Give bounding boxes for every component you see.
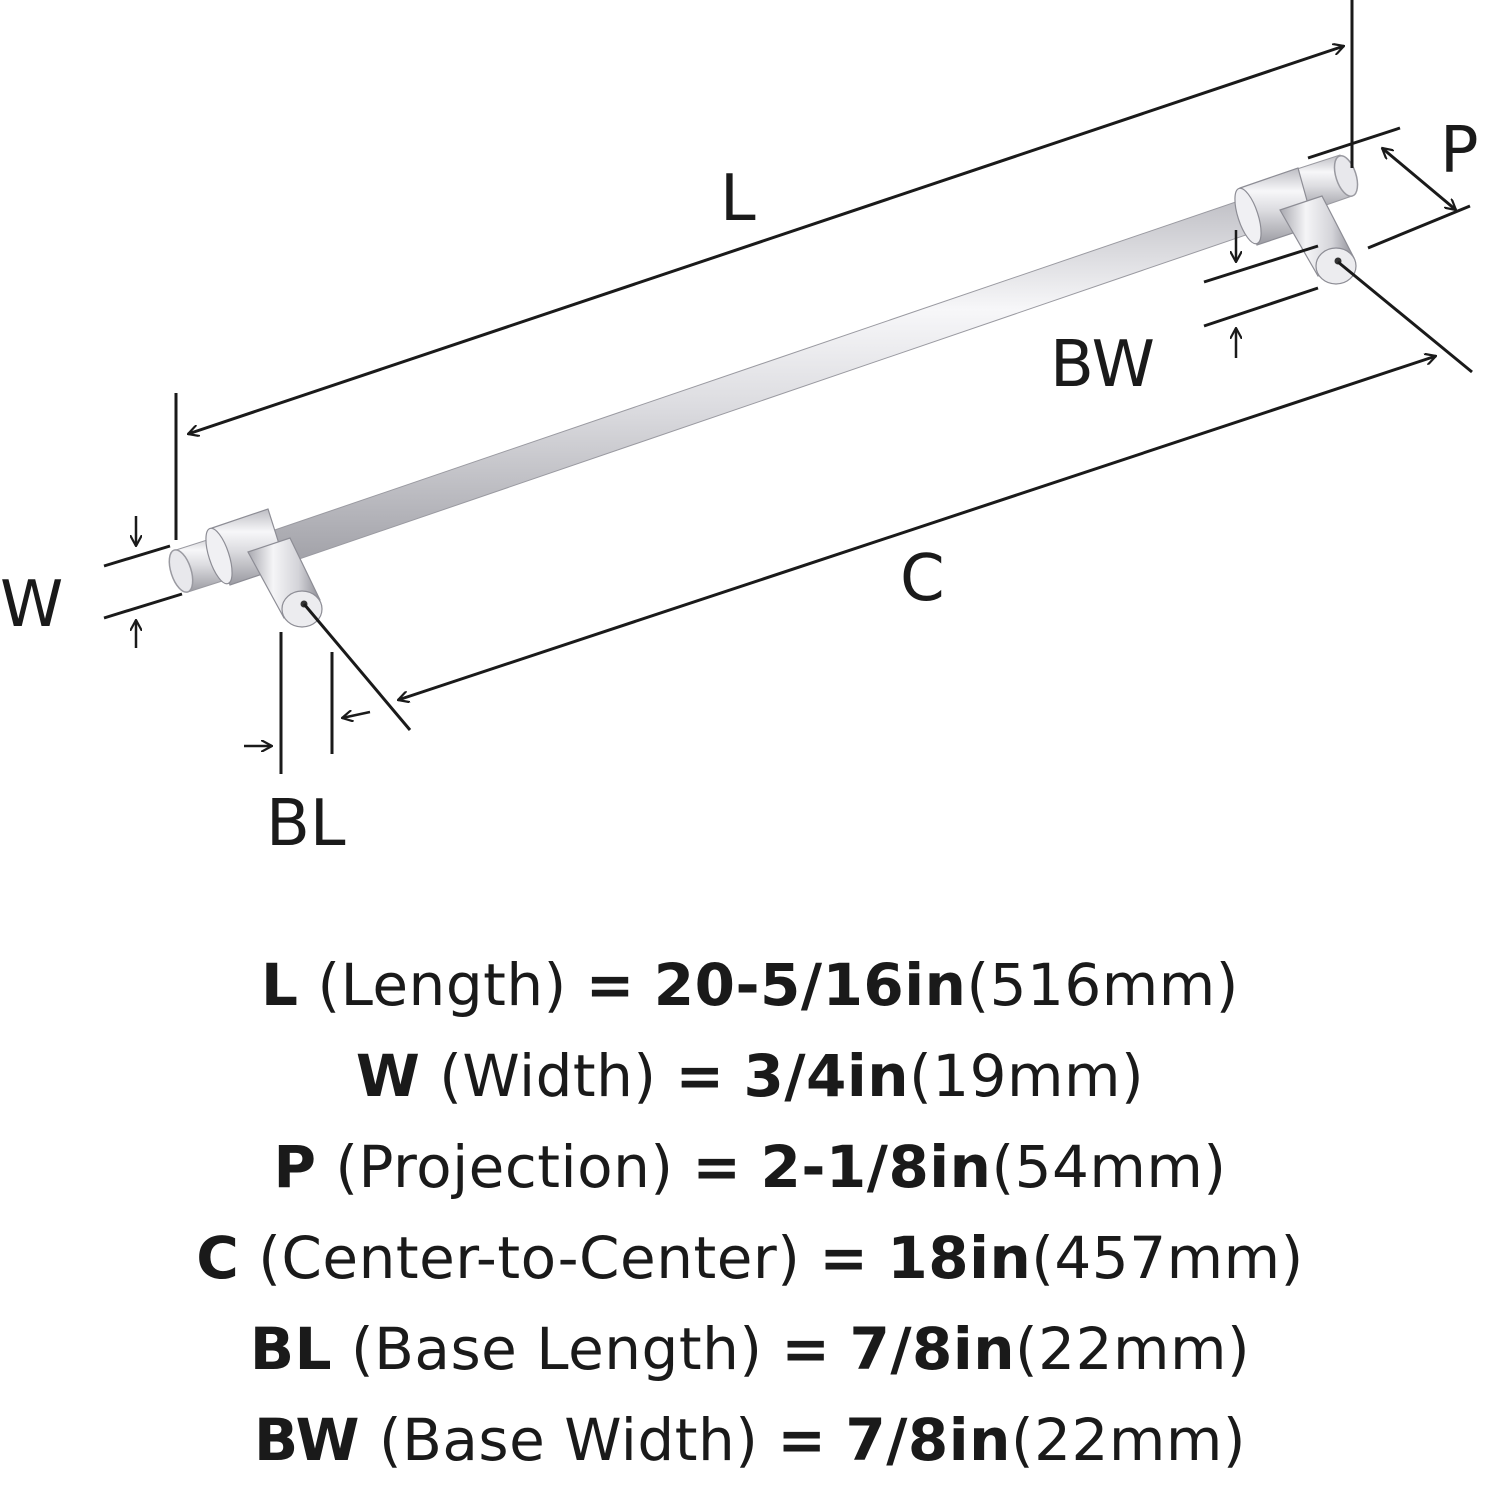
spec-abbr: C [196,1224,240,1292]
spec-name: (Base Width) [378,1406,759,1474]
spec-metric: (22mm) [1010,1406,1246,1474]
spec-imperial: 7/8in [849,1315,1016,1383]
dimension-L: L [174,0,1354,540]
spec-equals: = [675,1042,725,1110]
label-BL: BL [266,787,346,861]
spec-abbr: W [355,1042,421,1110]
spec-equals: = [819,1224,869,1292]
label-W: W [0,568,63,642]
dimension-BL: BL [244,632,371,861]
specification-list: L (Length) = 20-5/16in(516mm) W (Width) … [0,940,1500,1486]
dimension-P: P [1307,114,1479,250]
spec-row-center-to-center: C (Center-to-Center) = 18in(457mm) [0,1213,1500,1304]
spec-row-projection: P (Projection) = 2-1/8in(54mm) [0,1122,1500,1213]
spec-row-length: L (Length) = 20-5/16in(516mm) [0,940,1500,1031]
spec-imperial: 7/8in [845,1406,1011,1474]
dimension-diagram: L P BW C W BL [0,0,1479,861]
spec-metric: (22mm) [1015,1315,1251,1383]
spec-equals: = [777,1406,827,1474]
spec-name: (Width) [439,1042,657,1110]
spec-equals: = [692,1133,742,1201]
label-P: P [1440,114,1479,188]
spec-imperial: 20-5/16in [653,951,967,1019]
spec-imperial: 3/4in [743,1042,910,1110]
spec-equals: = [585,951,635,1019]
spec-abbr: BW [253,1406,360,1474]
spec-abbr: P [273,1133,317,1201]
spec-equals: = [781,1315,831,1383]
spec-name: (Projection) [335,1133,674,1201]
spec-row-base-length: BL (Base Length) = 7/8in(22mm) [0,1304,1500,1395]
spec-name: (Center-to-Center) [258,1224,801,1292]
spec-row-width: W (Width) = 3/4in(19mm) [0,1031,1500,1122]
label-C: C [900,542,945,616]
label-L: L [720,162,756,236]
label-BW: BW [1050,328,1155,402]
spec-imperial: 18in [887,1224,1032,1292]
spec-abbr: BL [249,1315,333,1383]
spec-metric: (457mm) [1031,1224,1304,1292]
spec-name: (Length) [317,951,567,1019]
dimension-C: C [302,260,1473,731]
spec-name: (Base Length) [351,1315,763,1383]
spec-metric: (516mm) [966,951,1239,1019]
spec-metric: (19mm) [909,1042,1145,1110]
spec-abbr: L [261,951,299,1019]
dimension-W: W [0,516,183,648]
bar-pull-handle [168,154,1359,628]
spec-metric: (54mm) [991,1133,1227,1201]
spec-imperial: 2-1/8in [760,1133,992,1201]
spec-row-base-width: BW (Base Width) = 7/8in(22mm) [0,1395,1500,1486]
